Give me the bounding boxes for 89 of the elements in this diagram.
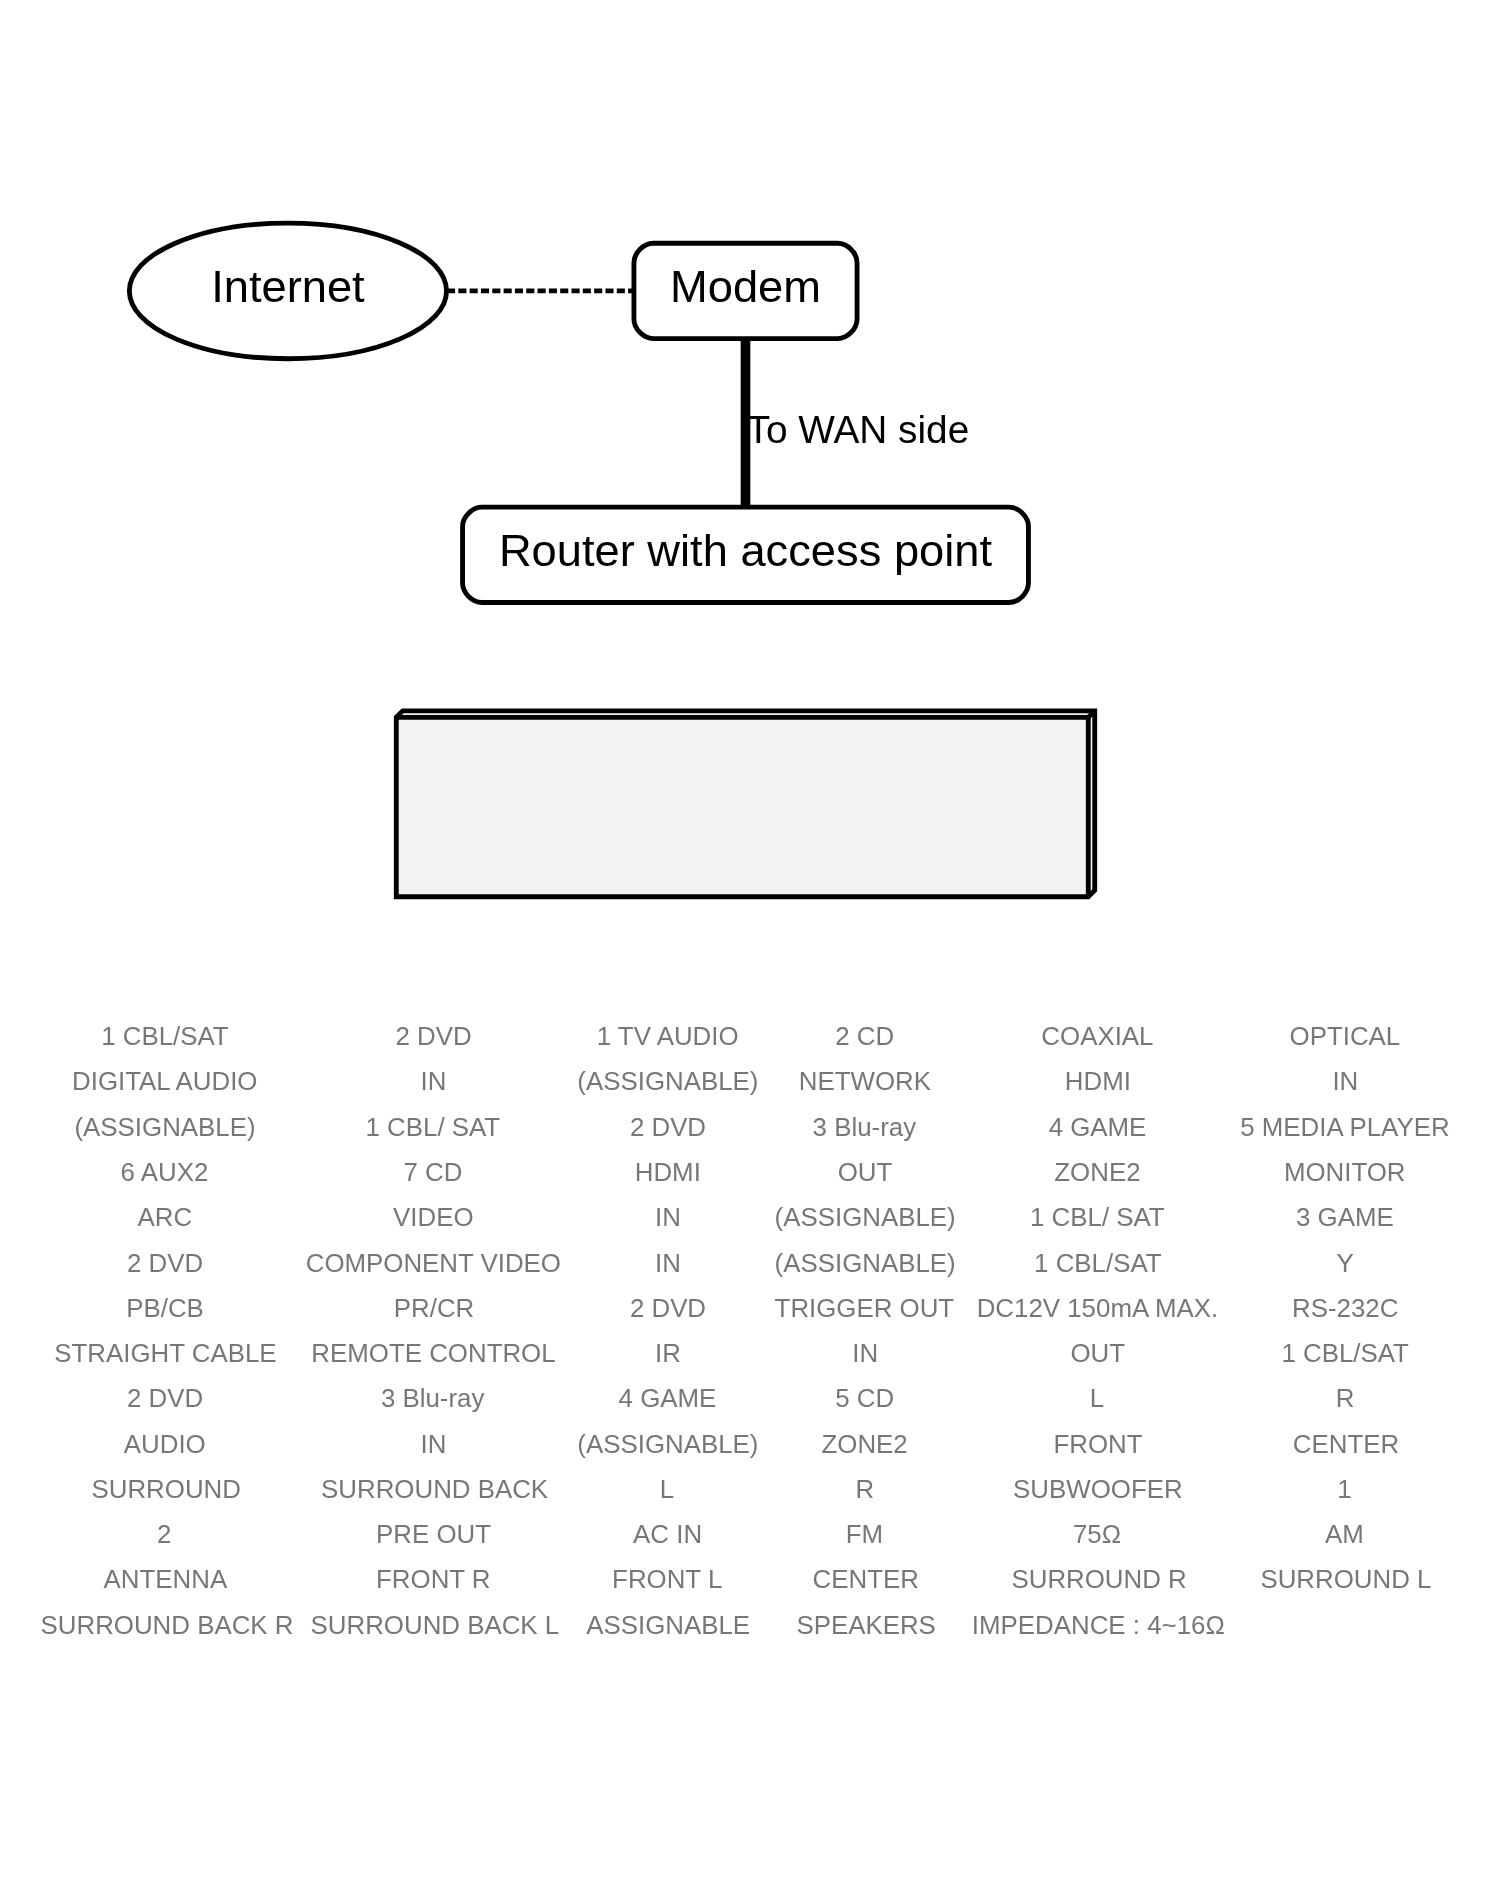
label: IN (654, 1202, 681, 1231)
label: 1 (1337, 1474, 1352, 1503)
label: SUBWOOFER (1013, 1474, 1183, 1503)
label: ANTENNA (103, 1564, 228, 1593)
label: PRE OUT (376, 1519, 492, 1548)
label: CENTER (812, 1564, 919, 1593)
label: 2 DVD (629, 1293, 707, 1322)
label: FRONT (1053, 1429, 1143, 1458)
label: SURROUND BACK R (40, 1610, 294, 1639)
edge-label: To WAN side (746, 407, 970, 451)
label: 1 CBL/SAT (1034, 1248, 1162, 1277)
label: OPTICAL (1289, 1021, 1401, 1050)
label: 1 CBL/ SAT (365, 1112, 501, 1141)
label: IR (654, 1338, 681, 1367)
label: 1 CBL/SAT (101, 1021, 229, 1050)
label: TRIGGER OUT (774, 1293, 955, 1322)
label: 1 TV AUDIO (596, 1021, 739, 1050)
label: (ASSIGNABLE) (74, 1112, 256, 1141)
label: 3 Blu-ray (380, 1383, 485, 1412)
label: L (659, 1474, 675, 1503)
label: COAXIAL (1041, 1021, 1154, 1050)
label: SURROUND R (1011, 1564, 1187, 1593)
label: VIDEO (393, 1202, 474, 1231)
label: 75Ω (1072, 1519, 1122, 1548)
label: DC12V 150mA MAX. (976, 1293, 1219, 1322)
label: REMOTE CONTROL (311, 1338, 556, 1367)
label: IN (420, 1066, 447, 1095)
label: IN (654, 1248, 681, 1277)
label: CENTER (1292, 1429, 1400, 1458)
label: 3 Blu-ray (812, 1112, 917, 1141)
label: L (1089, 1383, 1105, 1412)
label: ZONE2 (821, 1429, 908, 1458)
label: SURROUND BACK L (310, 1610, 560, 1639)
label: PR/CR (393, 1293, 475, 1322)
label: (ASSIGNABLE) (774, 1202, 956, 1231)
label: SURROUND BACK (321, 1474, 549, 1503)
label: STRAIGHT CABLE (54, 1338, 277, 1367)
label: PB/CB (126, 1293, 204, 1322)
label: HDMI (634, 1157, 701, 1186)
label: SPEAKERS (796, 1610, 936, 1639)
label: ARC (137, 1202, 193, 1231)
label: SURROUND (91, 1474, 241, 1503)
node-box: Modem (631, 240, 860, 341)
label: 1 CBL/SAT (1281, 1338, 1409, 1367)
label: 2 DVD (395, 1021, 472, 1050)
connector (447, 288, 634, 293)
label: 1 CBL/ SAT (1030, 1202, 1165, 1231)
connector (740, 338, 751, 507)
label: NETWORK (798, 1066, 932, 1095)
label: IN (1332, 1066, 1359, 1095)
label: 2 DVD (629, 1112, 707, 1141)
label: IMPEDANCE : 4~16Ω (971, 1610, 1225, 1639)
label: FRONT R (376, 1564, 491, 1593)
label: IN (852, 1338, 879, 1367)
label: AUDIO (123, 1429, 206, 1458)
label: ZONE2 (1054, 1157, 1141, 1186)
label: AC IN (633, 1519, 703, 1548)
label: 3 GAME (1296, 1202, 1394, 1231)
label: ASSIGNABLE (586, 1610, 751, 1639)
label: RS-232C (1291, 1293, 1399, 1322)
label: 2 DVD (127, 1248, 204, 1277)
label: 2 DVD (127, 1383, 204, 1412)
label: 5 MEDIA PLAYER (1240, 1112, 1450, 1141)
label: 5 CD (835, 1383, 895, 1412)
label: OUT (1070, 1338, 1126, 1367)
label: 6 AUX2 (120, 1157, 209, 1186)
label: 2 CD (835, 1021, 895, 1050)
label: SURROUND L (1260, 1564, 1432, 1593)
label: FM (845, 1519, 884, 1548)
label: COMPONENT VIDEO (305, 1248, 562, 1277)
label: 7 CD (403, 1157, 463, 1186)
node-box: Router with access point (460, 504, 1031, 605)
label: AM (1325, 1519, 1364, 1548)
label: R (1335, 1383, 1355, 1412)
label: OUT (837, 1157, 893, 1186)
node-ellipse: Internet (126, 220, 449, 361)
label: 2 (156, 1519, 172, 1548)
label: Y (1336, 1248, 1354, 1277)
label: 4 GAME (618, 1383, 717, 1412)
label: DIGITAL AUDIO (72, 1066, 258, 1095)
label: R (855, 1474, 875, 1503)
label: FRONT L (612, 1564, 723, 1593)
label: HDMI (1064, 1066, 1131, 1095)
label: (ASSIGNABLE) (577, 1066, 759, 1095)
label: 4 GAME (1048, 1112, 1147, 1141)
label: MONITOR (1283, 1157, 1406, 1186)
label: (ASSIGNABLE) (577, 1429, 759, 1458)
label: (ASSIGNABLE) (774, 1248, 956, 1277)
label: IN (420, 1429, 447, 1458)
